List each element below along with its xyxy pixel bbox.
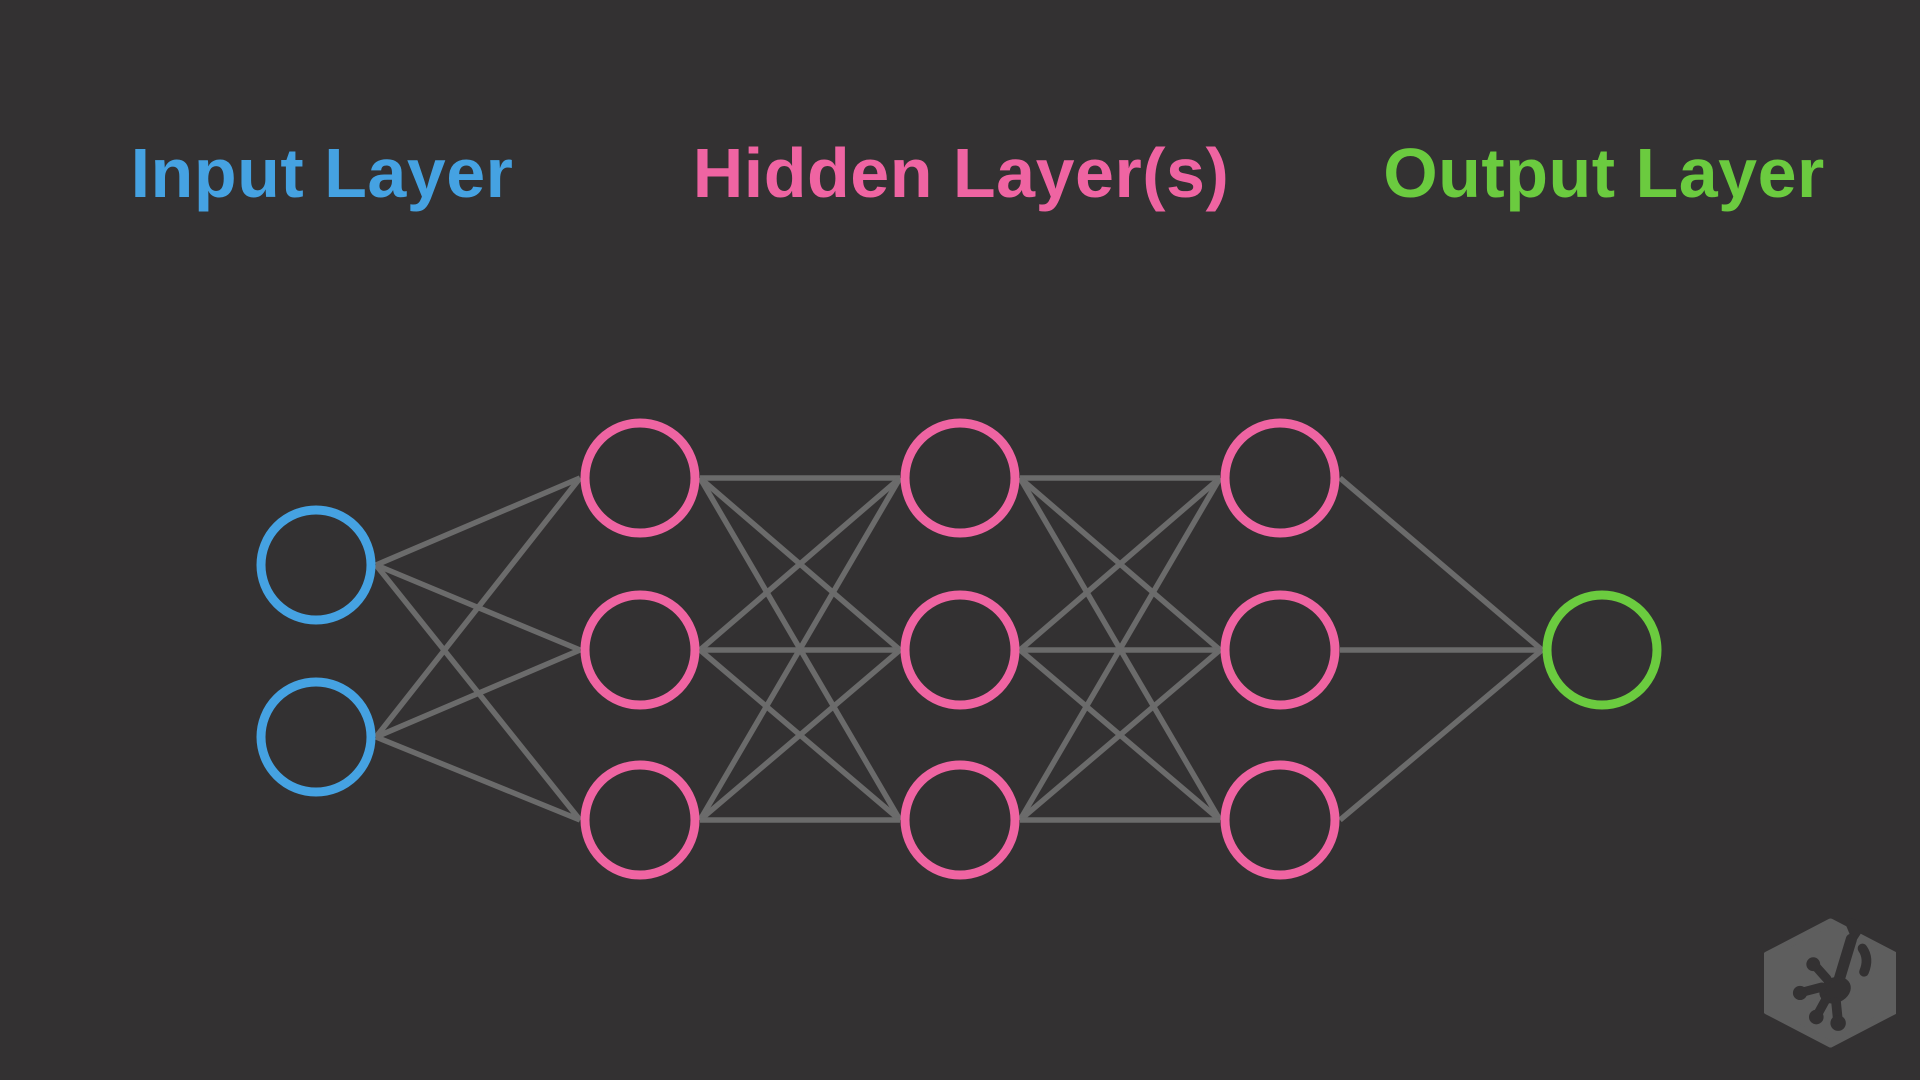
hidden-layer-3-node bbox=[1220, 760, 1340, 880]
hidden-layer-1-node bbox=[580, 418, 700, 538]
hidden-layer-2-node bbox=[900, 418, 1020, 538]
output-layer-node bbox=[1542, 590, 1662, 710]
connection-line bbox=[1338, 475, 1544, 653]
connection-line bbox=[1338, 647, 1544, 823]
connection-line bbox=[1018, 647, 1222, 823]
hidden-layer-2-node bbox=[900, 590, 1020, 710]
hidden-layer-label: Hidden Layer(s) bbox=[692, 134, 1230, 212]
hidden-layer-2-node bbox=[900, 760, 1020, 880]
connection-line bbox=[1018, 475, 1222, 653]
hidden-layer-1-node bbox=[580, 590, 700, 710]
connection-line bbox=[698, 475, 902, 653]
hidden-layer-1-node bbox=[580, 760, 700, 880]
hidden-layer-3-node bbox=[1220, 590, 1340, 710]
connection-line bbox=[374, 734, 582, 823]
connection-line bbox=[374, 475, 582, 568]
input-layer-node bbox=[256, 677, 376, 797]
connection-line bbox=[698, 647, 902, 823]
input-layer-node bbox=[256, 505, 376, 625]
connection-line bbox=[697, 476, 903, 822]
connection-line bbox=[373, 476, 583, 739]
connection-line bbox=[374, 647, 582, 740]
output-layer-label: Output Layer bbox=[1383, 134, 1825, 212]
treehouse-logo bbox=[1764, 918, 1896, 1048]
logo-footprint-icon bbox=[1792, 918, 1872, 1031]
hidden-layer-3-node bbox=[1220, 418, 1340, 538]
connection-lines bbox=[373, 475, 1544, 823]
network-nodes bbox=[256, 418, 1662, 880]
input-layer-label: Input Layer bbox=[130, 134, 514, 212]
connection-line bbox=[1017, 476, 1223, 822]
